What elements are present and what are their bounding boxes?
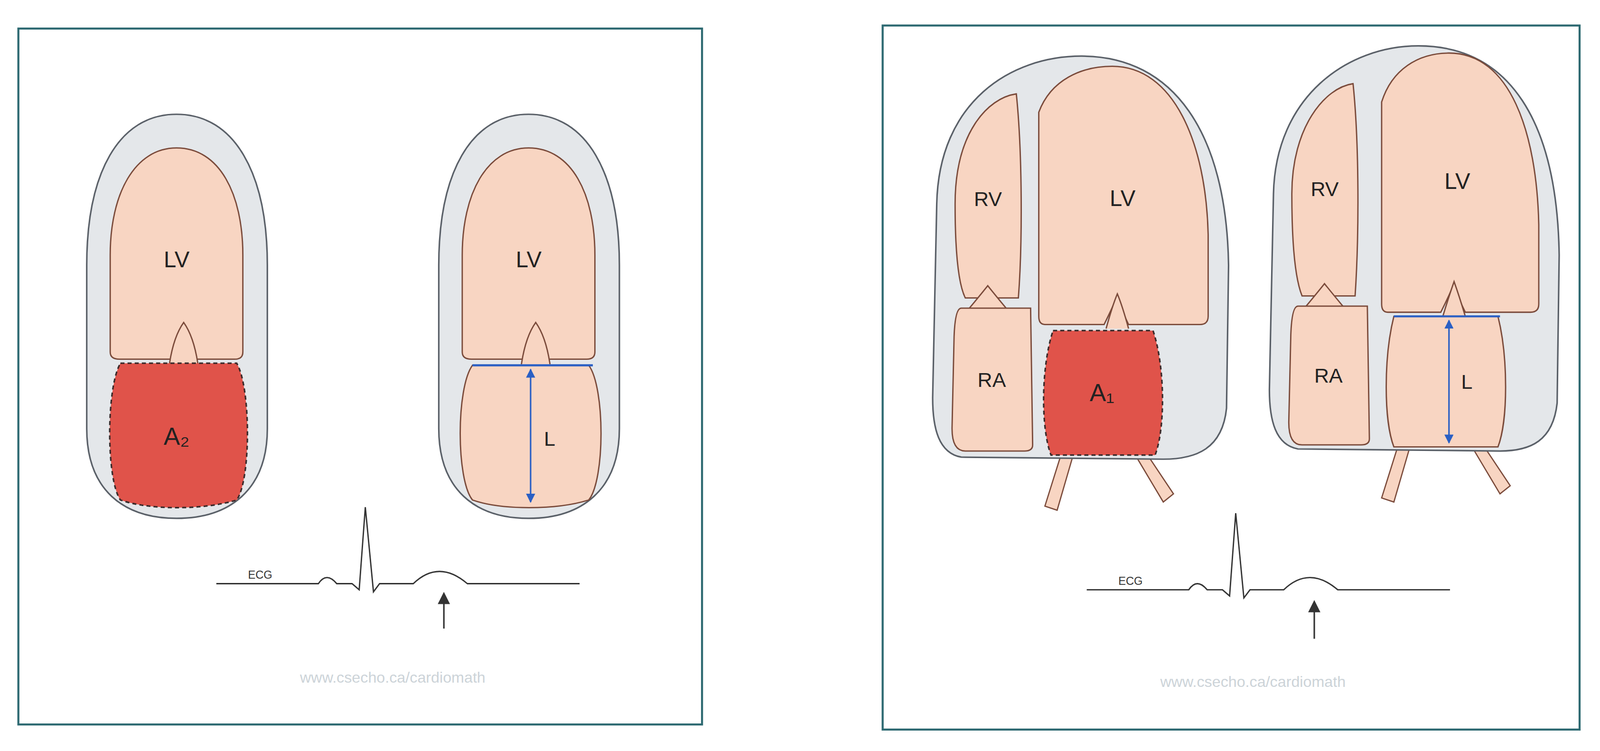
chamber-label: A₂: [163, 424, 190, 450]
chamber-label: LV: [1444, 170, 1470, 193]
chamber-label: RV: [973, 188, 1002, 210]
la-area-trace: [109, 363, 248, 508]
heart-chamber: RA: [1311, 363, 1347, 388]
heart-chamber: A₂: [160, 422, 193, 451]
panel-frame: [18, 28, 702, 725]
ecg-trace: [1086, 513, 1451, 639]
la-chamber: [460, 365, 602, 508]
ra-chamber: [952, 308, 1033, 451]
pulmonary-vein: [1381, 445, 1411, 502]
ra-chamber: [1288, 306, 1370, 445]
tricuspid-leaflets: [969, 285, 1006, 309]
annulus-line: [1394, 315, 1501, 318]
length-arrow: [1448, 320, 1450, 443]
two-chamber-heart: [438, 114, 620, 519]
mitral-leaflets: [1105, 293, 1129, 329]
lv-chamber: [1038, 66, 1209, 325]
chamber-label: LV: [1109, 187, 1136, 211]
chamber-label: RA: [977, 369, 1007, 390]
la-chamber: [1386, 316, 1507, 447]
myocardium: [86, 114, 268, 519]
four-chamber-heart: [1269, 46, 1560, 503]
chamber-label: A₁: [1089, 380, 1115, 406]
rv-chamber: [1291, 83, 1358, 296]
mitral-leaflets: [169, 322, 198, 365]
ecg-label: ECG: [247, 568, 272, 581]
heart-chamber: RV: [971, 186, 1006, 212]
watermark: www.csecho.ca/cardiomath: [299, 668, 486, 684]
two-chamber-heart: [86, 114, 268, 519]
pulmonary-vein: [1044, 454, 1074, 511]
myocardium: [1269, 46, 1560, 451]
heart-chamber: RA: [974, 367, 1010, 393]
dimension-label: L: [543, 428, 556, 450]
myocardium: [932, 56, 1229, 459]
la-area-trace: [1043, 330, 1163, 455]
lv-chamber: [462, 148, 595, 360]
heart-chamber: RV: [1307, 176, 1342, 202]
heart-chamber: LV: [512, 246, 545, 274]
watermark: www.csecho.ca/cardiomath: [1160, 673, 1346, 689]
pulmonary-vein: [1134, 454, 1174, 503]
chamber-label: RA: [1314, 365, 1343, 386]
pulmonary-vein: [1471, 445, 1511, 494]
length-arrow: [529, 369, 532, 502]
heart-chamber: A₁: [1086, 378, 1118, 407]
lv-chamber: [1381, 53, 1539, 313]
heart-chamber: LV: [160, 246, 193, 274]
heart-chamber: LV: [1106, 185, 1139, 213]
dimension-label: L: [1461, 371, 1473, 392]
tricuspid-leaflets: [1306, 283, 1343, 307]
chamber-label: RV: [1310, 178, 1339, 199]
mitral-leaflets: [521, 322, 551, 365]
myocardium: [438, 114, 620, 519]
chamber-label: LV: [163, 248, 190, 272]
annulus-line: [472, 364, 593, 366]
rv-chamber: [954, 93, 1021, 299]
chamber-label: LV: [515, 248, 542, 272]
heart-chamber: LV: [1441, 168, 1474, 196]
four-chamber-heart: [932, 56, 1229, 511]
lv-chamber: [110, 148, 243, 360]
panel-frame: [882, 25, 1580, 730]
ecg-label: ECG: [1118, 574, 1143, 587]
mitral-leaflets: [1442, 281, 1466, 317]
ecg-trace: [216, 506, 580, 629]
